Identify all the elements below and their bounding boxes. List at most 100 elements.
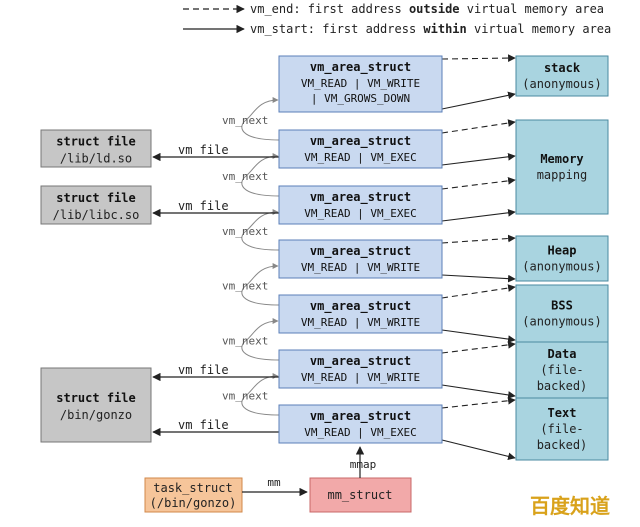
vma-flags: | VM_GROWS_DOWN <box>311 92 410 105</box>
region-label: (anonymous) <box>522 315 601 329</box>
vma-title: vm_area_struct <box>310 354 411 369</box>
vm-start-arrow <box>441 439 516 461</box>
vm-next-arrow <box>241 263 280 306</box>
vm-end-arrow <box>441 284 516 299</box>
vm-end-arrow <box>441 119 516 134</box>
region-box: stack (anonymous) <box>515 55 609 97</box>
vma-flags: VM_READ | VM_WRITE <box>301 261 420 274</box>
region-label: Memory <box>540 152 583 166</box>
vma-rect <box>278 239 443 279</box>
vm-next-arrow <box>241 318 280 361</box>
task-struct-box <box>144 477 243 513</box>
vm-end-arrow <box>441 177 516 190</box>
vma-rect <box>278 129 443 169</box>
region-box: Memory mapping <box>515 119 609 215</box>
vm-end-arrow <box>441 234 516 244</box>
region-label: (file- <box>540 363 583 377</box>
task-struct-title: task_struct <box>153 481 232 495</box>
region-label: (file- <box>540 422 583 436</box>
vma-title: vm_area_struct <box>310 60 411 75</box>
file-struct: struct file/lib/libc.so <box>40 185 152 225</box>
region-rect <box>515 284 609 343</box>
vm-file-label: vm_file <box>178 363 229 377</box>
vm-end-arrow <box>441 341 516 354</box>
vm-start-arrow <box>441 384 516 399</box>
file-rect <box>40 185 152 225</box>
mm-struct-title: mm_struct <box>327 488 392 502</box>
region-label: backed) <box>537 438 588 452</box>
region-rect <box>515 235 609 282</box>
region-box: Text (file-backed) <box>515 397 609 461</box>
region-label: stack <box>544 61 581 75</box>
vma-flags: VM_READ | VM_EXEC <box>304 151 417 164</box>
file-struct: struct file/lib/ld.so <box>40 129 152 168</box>
region-label: Heap <box>548 244 577 258</box>
region-rect <box>515 397 609 461</box>
region-label: (anonymous) <box>522 77 601 91</box>
region-label: Text <box>548 406 577 420</box>
vm-next-arrow <box>241 97 280 141</box>
file-title: struct file <box>56 391 135 405</box>
vm-end-arrow <box>441 396 516 409</box>
vma-title: vm_area_struct <box>310 409 411 424</box>
vm-start-arrow <box>441 329 516 343</box>
vma-rect <box>278 185 443 225</box>
vma-title: vm_area_struct <box>310 244 411 259</box>
region-label: backed) <box>537 379 588 393</box>
vm-next-label: vm_next <box>222 225 268 238</box>
vm-next-label: vm_next <box>222 335 268 348</box>
mmap-label: mmap <box>350 458 377 471</box>
file-title: struct file <box>56 135 135 149</box>
vma-title: vm_area_struct <box>310 134 411 149</box>
region-rect <box>515 341 609 399</box>
vma-title: vm_area_struct <box>310 190 411 205</box>
vm-next-arrow <box>241 373 280 416</box>
region-rect <box>515 119 609 215</box>
region-label: (anonymous) <box>522 260 601 274</box>
vma-flags: VM_READ | VM_EXEC <box>304 207 417 220</box>
vm-next-arrow <box>241 209 280 251</box>
vma-rect <box>278 404 443 444</box>
vm-file-label: vm_file <box>178 199 229 213</box>
legend-end-text: vm_end: first address outside virtual me… <box>250 2 604 16</box>
vm-start-arrow <box>441 153 516 166</box>
vm-end-arrow <box>441 54 516 62</box>
vm-start-arrow <box>441 209 516 222</box>
file-rect <box>40 367 152 443</box>
file-path: /lib/ld.so <box>60 152 132 166</box>
vm-next-links: vm_nextvm_nextvm_nextvm_nextvm_nextvm_ne… <box>222 97 280 416</box>
region-connectors <box>441 54 516 461</box>
region-label: mapping <box>537 168 588 182</box>
file-rect <box>40 129 152 168</box>
vm-next-label: vm_next <box>222 280 268 293</box>
vma-flags: VM_READ | VM_EXEC <box>304 426 417 439</box>
region-rect <box>515 55 609 97</box>
task-mm: task_struct (/bin/gonzo) mm mm_struct mm… <box>144 446 412 513</box>
vma-rect <box>278 55 443 113</box>
file-struct: struct file/bin/gonzo <box>40 367 152 443</box>
vm-file-label: vm_file <box>178 143 229 157</box>
vma-flags: VM_READ | VM_WRITE <box>301 371 420 384</box>
vma-rect <box>278 294 443 334</box>
vm-start-arrow <box>441 274 516 283</box>
file-path: /lib/libc.so <box>53 208 140 222</box>
vm-next-label: vm_next <box>222 390 268 403</box>
vm-start-arrow <box>441 91 516 110</box>
vm-next-arrow <box>241 153 280 197</box>
vma-flags: VM_READ | VM_WRITE <box>301 77 420 90</box>
vma-title: vm_area_struct <box>310 299 411 314</box>
watermark: 百度知道 <box>530 494 610 518</box>
region-label: Data <box>548 347 577 361</box>
legend-start-text: vm_start: first address within virtual m… <box>250 22 611 36</box>
region-label: BSS <box>551 299 573 313</box>
